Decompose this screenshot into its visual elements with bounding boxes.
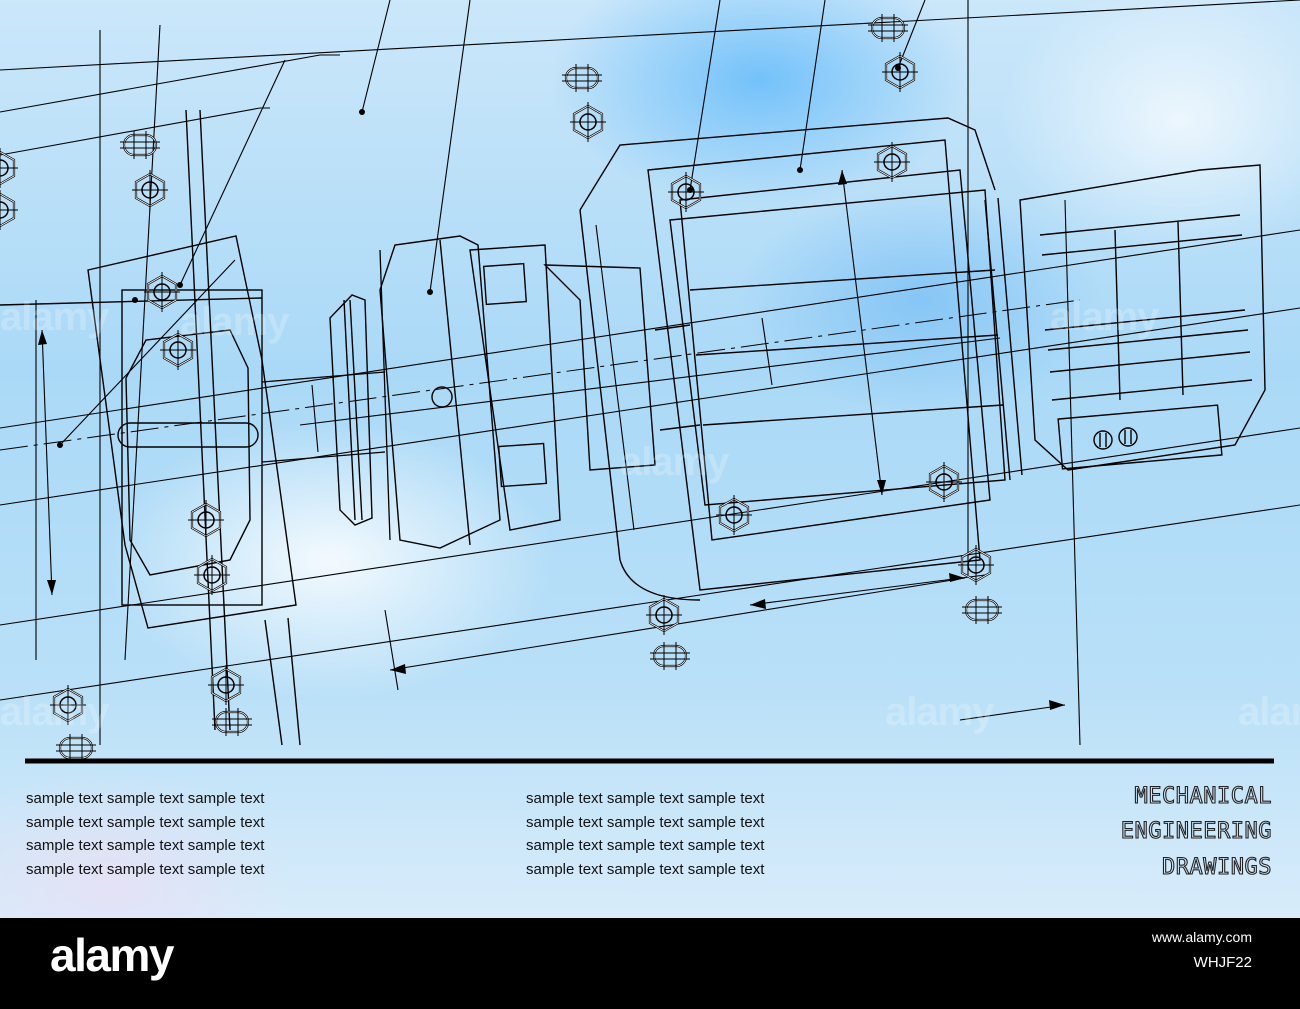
title-line-mechanical: MECHANICAL bbox=[1134, 783, 1272, 809]
watermark: alamy bbox=[885, 690, 994, 734]
arrowheads bbox=[38, 170, 1065, 710]
motor-housing bbox=[579, 117, 1023, 601]
watermark: alamy bbox=[0, 690, 109, 734]
leader-dots bbox=[57, 65, 901, 448]
leader-lines bbox=[0, 0, 1300, 745]
sample-text-line: sample text sample text sample text bbox=[526, 813, 765, 831]
sample-text-right: sample text sample text sample text samp… bbox=[526, 787, 764, 881]
blueprint-artwork: alamy alamy alamy alamy alamy alamy alam… bbox=[0, 0, 1300, 918]
alamy-logo: alamy bbox=[50, 929, 174, 981]
sample-text-line: sample text sample text sample text bbox=[26, 813, 265, 831]
title-line-engineering: ENGINEERING bbox=[1120, 818, 1272, 844]
watermark: alamy bbox=[620, 440, 729, 484]
shaft bbox=[0, 249, 1081, 541]
motor-fan bbox=[1019, 164, 1266, 471]
sample-text-line: sample text sample text sample text bbox=[526, 790, 765, 807]
sample-text-line: sample text sample text sample text bbox=[526, 837, 765, 854]
sample-text-left: sample text sample text sample text samp… bbox=[26, 787, 264, 881]
watermark: alamy bbox=[0, 295, 109, 339]
sample-text-line: sample text sample text sample text bbox=[26, 790, 265, 807]
watermark: alamy bbox=[1050, 295, 1159, 339]
sample-text-line: sample text sample text sample text bbox=[26, 837, 265, 854]
sample-text-line: sample text sample text sample text bbox=[526, 860, 765, 878]
coupling bbox=[329, 235, 656, 549]
title-line-drawings: DRAWINGS bbox=[1161, 854, 1272, 880]
image-id: WHJF22 bbox=[1193, 954, 1252, 971]
footer-url: www.alamy.com bbox=[1151, 929, 1252, 945]
watermark: alamy bbox=[180, 300, 289, 344]
watermark: alamy bbox=[1238, 690, 1300, 734]
footer-bar bbox=[0, 918, 1300, 1009]
sample-text-line: sample text sample text sample text bbox=[26, 860, 265, 878]
mechanical-drawing bbox=[0, 0, 1300, 764]
